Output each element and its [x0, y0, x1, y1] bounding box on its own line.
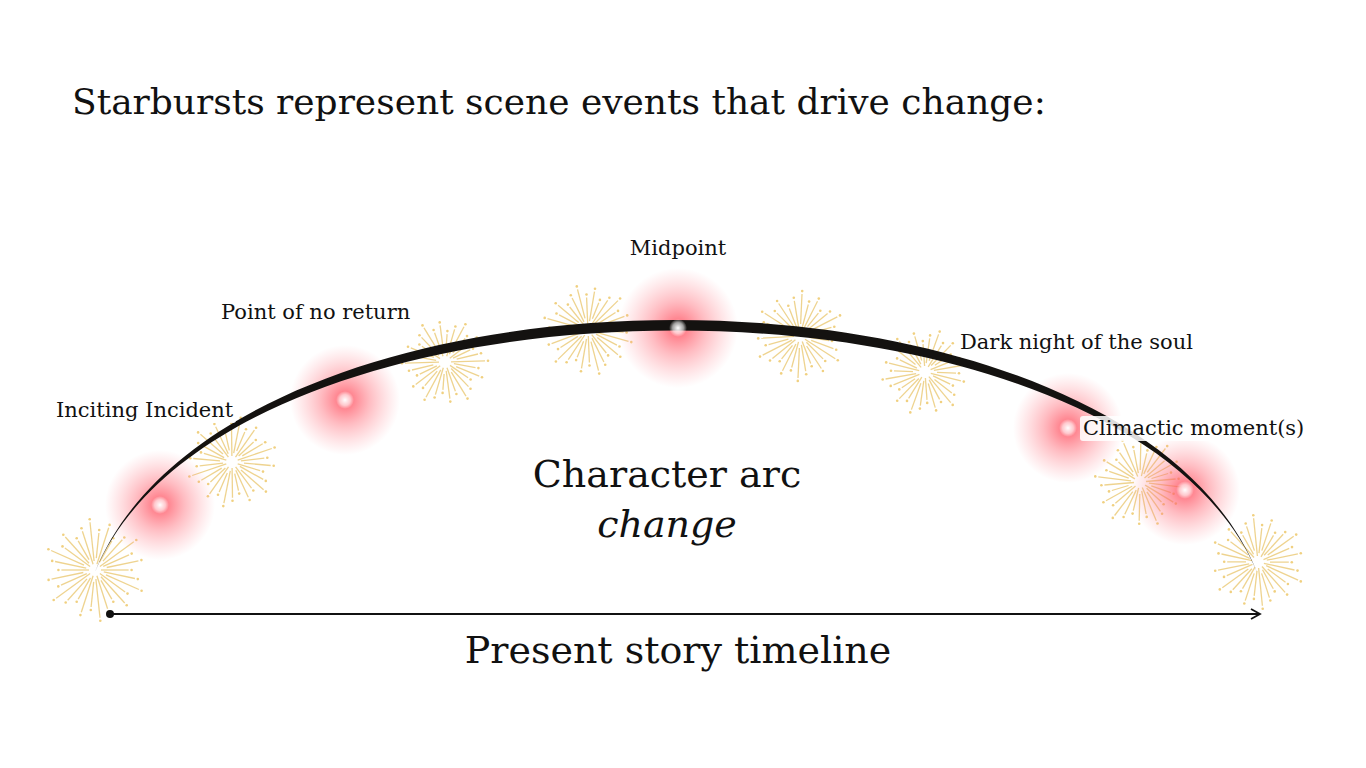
event-label: Inciting Incident [53, 398, 236, 423]
event-label: Midpoint [627, 236, 729, 261]
event-label: Point of no return [218, 300, 413, 325]
arc-label: Character arc [533, 452, 801, 498]
timeline-arrow [110, 613, 1260, 615]
event-label: Dark night of the soul [957, 330, 1196, 355]
arc-label: change [597, 502, 737, 548]
axis-label: Present story timeline [465, 628, 892, 674]
character-arc [95, 320, 1257, 572]
red-glows [105, 268, 1240, 560]
starbursts [47, 285, 1302, 622]
diagram-title: Starbursts represent scene events that d… [72, 80, 1046, 123]
event-label: Climactic moment(s) [1080, 416, 1307, 441]
